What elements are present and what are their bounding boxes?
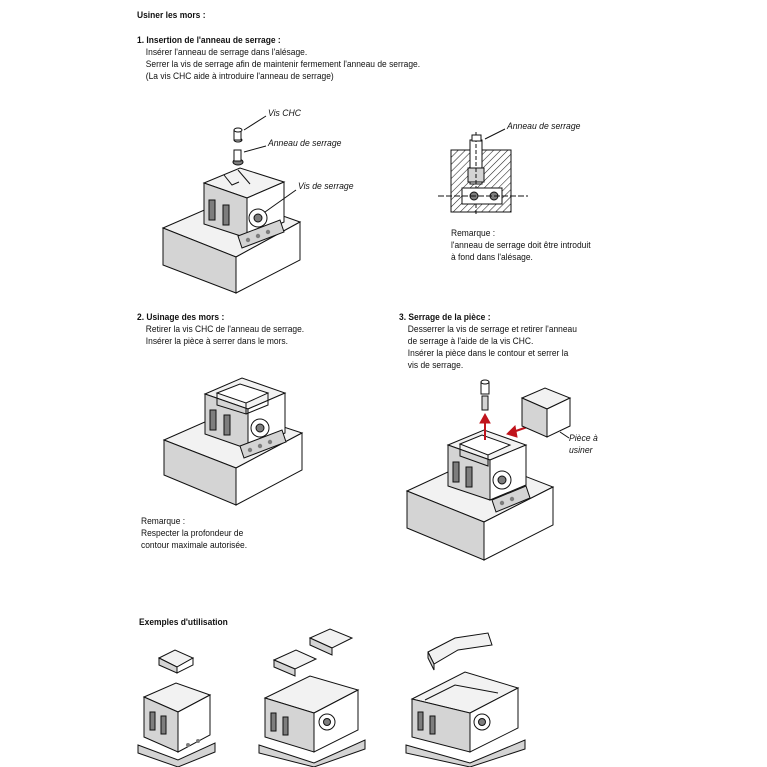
step1-remark-title: Remarque :: [451, 228, 496, 239]
step2-remark-title: Remarque :: [141, 516, 186, 527]
step1-heading: 1. Insertion de l'anneau de serrage :: [137, 35, 281, 46]
step2-line: Retirer la vis CHC de l'anneau de serrag…: [145, 324, 305, 335]
step1-remark-line: à fond dans l'alésage.: [451, 252, 533, 263]
step3-line: Insérer la pièce dans le contour et serr…: [407, 348, 569, 359]
label-piece-a-usiner: Pièce à: [569, 433, 598, 444]
step3-line: vis de serrage.: [407, 360, 464, 371]
label-vis-chc: Vis CHC: [268, 108, 301, 119]
examples-heading: Exemples d'utilisation: [139, 617, 228, 628]
label-piece-a-usiner: usiner: [569, 445, 593, 456]
step2-remark-line: contour maximale autorisée.: [141, 540, 248, 551]
step3-line: Desserrer la vis de serrage et retirer l…: [407, 324, 577, 335]
step1-line: Serrer la vis de serrage afin de mainten…: [145, 59, 421, 70]
step2-heading: 2. Usinage des mors :: [137, 312, 225, 323]
step3-heading: 3. Serrage de la pièce :: [399, 312, 491, 323]
label-vis-de-serrage: Vis de serrage: [298, 181, 354, 192]
page-title: Usiner les mors :: [137, 10, 206, 21]
label-anneau-section: Anneau de serrage: [507, 121, 581, 132]
label-anneau-de-serrage: Anneau de serrage: [268, 138, 342, 149]
step1-line: (La vis CHC aide à introduire l'anneau d…: [145, 71, 334, 82]
step1-line: Insérer l'anneau de serrage dans l'alésa…: [145, 47, 308, 58]
step2-remark-line: Respecter la profondeur de: [141, 528, 244, 539]
step2-line: Insérer la pièce à serrer dans le mors.: [145, 336, 288, 347]
step1-remark-line: l'anneau de serrage doit être introduit: [451, 240, 591, 251]
step3-line: de serrage à l'aide de la vis CHC.: [407, 336, 534, 347]
